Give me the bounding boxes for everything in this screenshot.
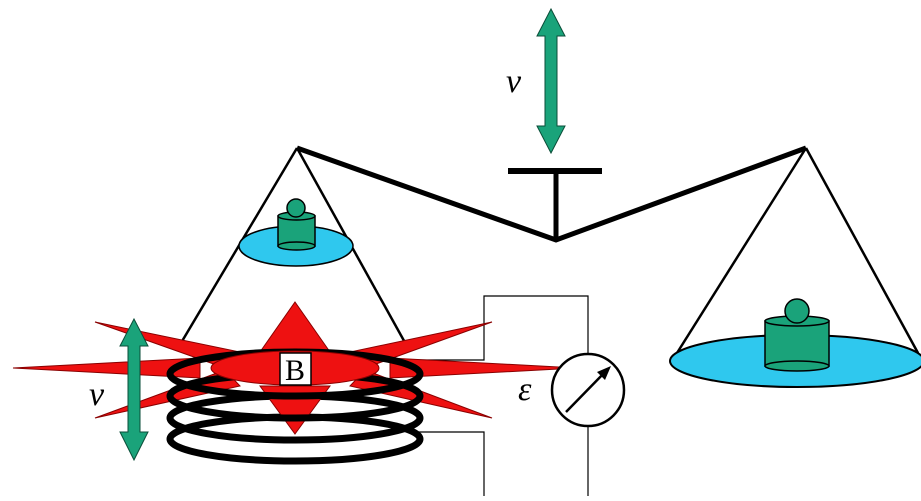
velocity-label-left: v [89,376,105,413]
velocity-arrow-top [536,7,566,155]
velocity-arrow-left [119,317,149,462]
emf-label: ε [518,371,532,408]
magnetic-field-text: B [285,354,305,387]
balance-beam [296,145,807,243]
velocity-label-top: v [506,63,522,100]
circuit-wires [400,295,589,496]
right-weight [764,298,830,372]
left-weight [277,198,316,251]
magnetic-field-label: B [279,352,312,387]
emf-meter [550,352,626,428]
right-pan-strings [675,147,920,354]
